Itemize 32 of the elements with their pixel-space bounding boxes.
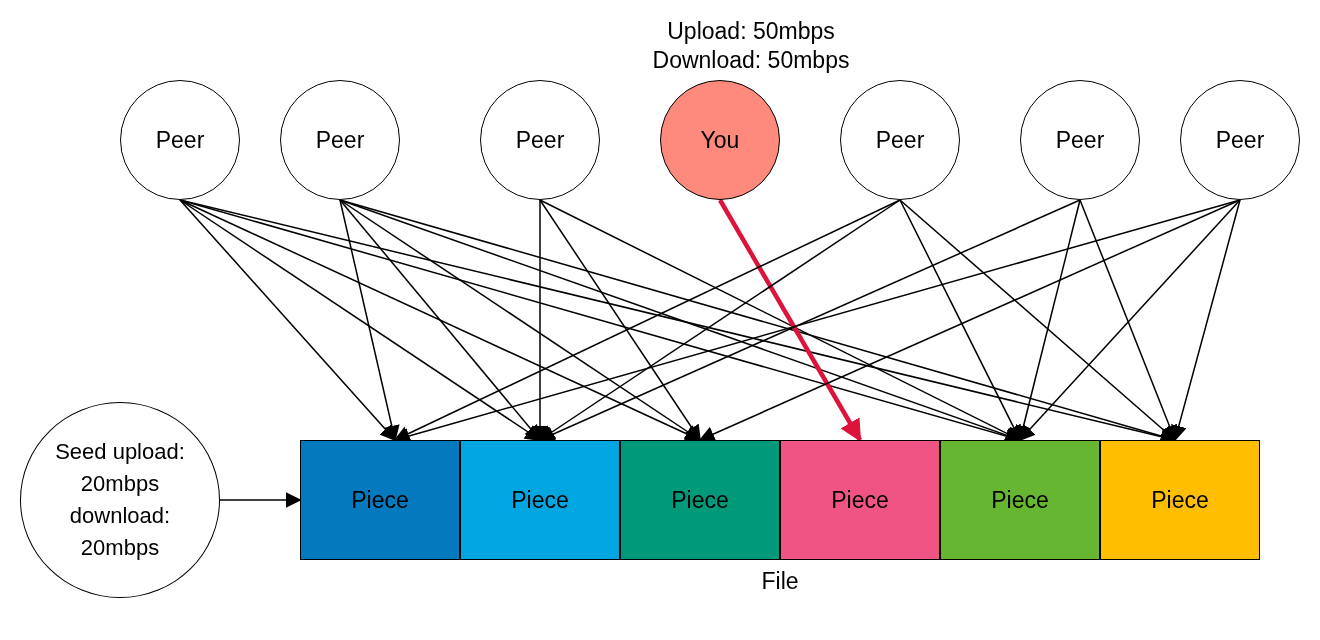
node-label: Seed upload: 20mbps download: 20mbps [54,438,186,562]
node-label: Peer [155,126,205,155]
arrow [393,199,901,442]
arrow [339,199,400,442]
node-label: You [700,126,740,155]
node-label: Peer [1215,126,1265,155]
node-label: Piece [351,486,409,515]
piece-block [300,440,460,560]
arrow [1171,199,1241,442]
speed-note: Upload: 50mbps [666,17,836,46]
arrow [698,199,1241,442]
piece-block [460,440,620,560]
piece-block [780,440,940,560]
node-label: Piece [991,486,1049,515]
piece-block [940,440,1100,560]
arrow [219,492,302,508]
file-label: File [761,568,799,595]
node-label: Piece [831,486,889,515]
arrow [1018,199,1241,442]
node-label: Piece [671,486,729,515]
arrow [718,198,862,442]
node-label: Peer [315,126,365,155]
piece-block [1100,440,1260,560]
piece-block [620,440,780,560]
arrow [539,199,701,442]
node-label: Peer [1055,126,1105,155]
node-label: Peer [515,126,565,155]
node-label: Piece [1151,486,1209,515]
node-label: Piece [511,486,569,515]
arrow [179,199,397,442]
speed-note: Download: 50mbps [651,46,851,75]
node-label: Peer [875,126,925,155]
